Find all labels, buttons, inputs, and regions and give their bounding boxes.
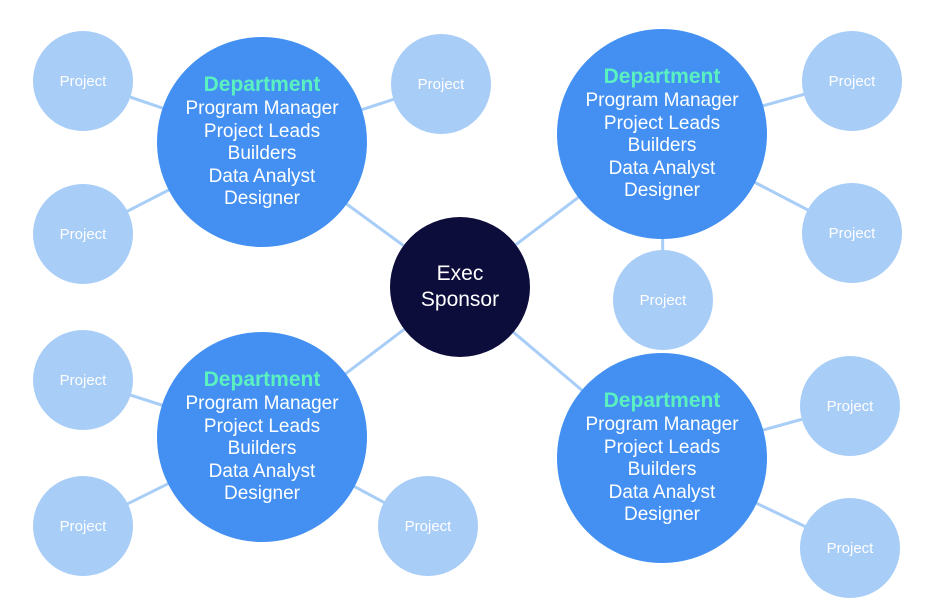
project-label: Project: [828, 224, 876, 242]
project-label: Project: [59, 517, 107, 535]
project-label: Project: [639, 291, 687, 309]
department-role: Program Manager: [185, 393, 339, 415]
project-label: Project: [59, 371, 107, 389]
department-role: Data Analyst: [208, 460, 316, 482]
department-role: Builders: [227, 438, 297, 460]
department-title: Department: [203, 73, 321, 97]
department-role: Designer: [223, 188, 301, 210]
project-node: Project: [802, 31, 902, 131]
department-node-top-left: Department Program Manager Project Leads…: [157, 37, 367, 247]
department-node-bottom-left: Department Program Manager Project Leads…: [157, 332, 367, 542]
department-role: Program Manager: [585, 414, 739, 436]
project-node: Project: [391, 34, 491, 134]
department-role: Project Leads: [203, 415, 321, 437]
department-role: Project Leads: [603, 436, 721, 458]
project-node: Project: [613, 250, 713, 350]
department-role: Data Analyst: [608, 157, 716, 179]
exec-label-line2: Sponsor: [420, 288, 500, 311]
project-label: Project: [826, 539, 874, 557]
exec-label-line1: Exec: [436, 262, 484, 285]
department-title: Department: [603, 65, 721, 89]
department-role: Data Analyst: [208, 165, 316, 187]
department-node-top-right: Department Program Manager Project Leads…: [557, 29, 767, 239]
department-title: Department: [203, 368, 321, 392]
project-node: Project: [33, 476, 133, 576]
department-role: Designer: [623, 504, 701, 526]
project-node: Project: [802, 183, 902, 283]
project-label: Project: [59, 225, 107, 243]
project-node: Project: [33, 184, 133, 284]
project-label: Project: [417, 75, 465, 93]
department-role: Project Leads: [603, 112, 721, 134]
department-role: Designer: [223, 483, 301, 505]
department-role: Designer: [623, 180, 701, 202]
project-label: Project: [828, 72, 876, 90]
department-role: Builders: [227, 143, 297, 165]
department-role: Program Manager: [185, 98, 339, 120]
department-role: Data Analyst: [608, 481, 716, 503]
project-node: Project: [800, 356, 900, 456]
project-node: Project: [33, 31, 133, 131]
department-role: Builders: [627, 459, 697, 481]
project-label: Project: [59, 72, 107, 90]
department-node-bottom-right: Department Program Manager Project Leads…: [557, 353, 767, 563]
department-role: Project Leads: [203, 120, 321, 142]
department-title: Department: [603, 389, 721, 413]
project-label: Project: [826, 397, 874, 415]
exec-sponsor-node: Exec Sponsor: [390, 217, 530, 357]
project-label: Project: [404, 517, 452, 535]
project-node: Project: [800, 498, 900, 598]
department-role: Program Manager: [585, 90, 739, 112]
project-node: Project: [378, 476, 478, 576]
project-node: Project: [33, 330, 133, 430]
department-role: Builders: [627, 135, 697, 157]
